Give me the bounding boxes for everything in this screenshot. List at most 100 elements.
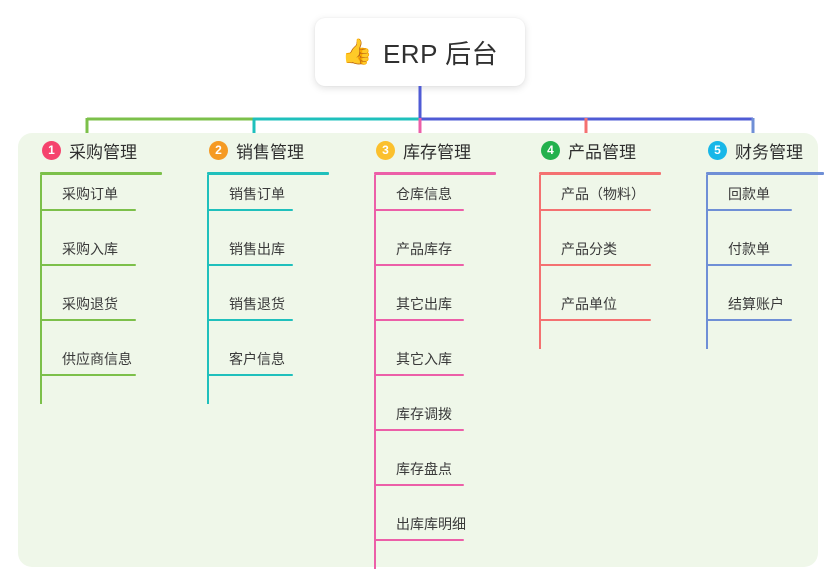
list-item-label: 销售订单 xyxy=(229,186,285,202)
column-spine-5 xyxy=(706,175,708,349)
column-rule-5 xyxy=(706,172,824,175)
list-item-label: 产品库存 xyxy=(396,241,452,257)
list-item[interactable]: 产品分类 xyxy=(539,239,673,266)
column-5: 5 财务管理回款单付款单结算账户 xyxy=(706,133,824,349)
column-badge-2: 2 xyxy=(209,140,228,160)
list-item-label: 其它出库 xyxy=(396,296,452,312)
column-rule-2 xyxy=(207,172,329,175)
list-item-rule xyxy=(207,264,293,266)
list-item-label: 采购订单 xyxy=(62,186,118,202)
list-item-label: 出库库明细 xyxy=(396,516,466,532)
list-item-rule xyxy=(539,264,651,266)
column-title-1: 采购管理 xyxy=(69,142,137,162)
root-node-card[interactable]: 👍 ERP 后台 xyxy=(315,18,525,86)
list-item[interactable]: 回款单 xyxy=(706,184,814,211)
thumbs-up-icon: 👍 xyxy=(341,37,373,66)
column-header-4[interactable]: 4 产品管理 xyxy=(539,133,661,167)
column-badge-3: 3 xyxy=(376,140,395,160)
list-item-label: 付款单 xyxy=(728,241,770,257)
list-item-rule xyxy=(207,209,293,211)
list-item-label: 销售退货 xyxy=(229,296,285,312)
column-rule-4 xyxy=(539,172,661,175)
list-item[interactable]: 付款单 xyxy=(706,239,814,266)
column-rule-1 xyxy=(40,172,162,175)
list-item[interactable]: 结算账户 xyxy=(706,294,814,321)
list-item-rule xyxy=(539,319,651,321)
root-node-title: ERP 后台 xyxy=(382,38,499,69)
list-item-rule xyxy=(374,484,464,486)
list-item-rule xyxy=(706,209,792,211)
column-title-4: 产品管理 xyxy=(568,142,636,162)
list-item[interactable]: 仓库信息 xyxy=(374,184,486,211)
list-item-rule xyxy=(374,539,464,541)
column-header-1[interactable]: 1 采购管理 xyxy=(40,133,162,167)
column-items-1: 采购订单采购入库采购退货供应商信息 xyxy=(40,175,162,404)
list-item-rule xyxy=(374,374,464,376)
list-item[interactable]: 库存盘点 xyxy=(374,459,486,486)
column-title-3: 库存管理 xyxy=(403,142,471,162)
list-item[interactable]: 销售订单 xyxy=(207,184,315,211)
column-spine-3 xyxy=(374,175,376,569)
column-rule-3 xyxy=(374,172,496,175)
list-item-rule xyxy=(706,264,792,266)
list-item-label: 结算账户 xyxy=(728,296,784,312)
column-title-2: 销售管理 xyxy=(236,142,304,162)
list-item[interactable]: 库存调拨 xyxy=(374,404,486,431)
list-item[interactable]: 其它入库 xyxy=(374,349,486,376)
list-item[interactable]: 产品（物料） xyxy=(539,184,673,211)
list-item-rule xyxy=(40,374,136,376)
column-header-2[interactable]: 2 销售管理 xyxy=(207,133,329,167)
list-item-rule xyxy=(207,374,293,376)
list-item[interactable]: 销售退货 xyxy=(207,294,315,321)
list-item-label: 其它入库 xyxy=(396,351,452,367)
column-2: 2 销售管理销售订单销售出库销售退货客户信息 xyxy=(207,133,329,404)
list-item-rule xyxy=(706,319,792,321)
column-spine-1 xyxy=(40,175,42,404)
list-item[interactable]: 采购退货 xyxy=(40,294,158,321)
column-items-3: 仓库信息产品库存其它出库其它入库库存调拨库存盘点出库库明细 xyxy=(374,175,496,569)
list-item[interactable]: 采购入库 xyxy=(40,239,158,266)
column-badge-1: 1 xyxy=(42,140,61,160)
list-item-label: 客户信息 xyxy=(229,351,285,367)
column-header-3[interactable]: 3 库存管理 xyxy=(374,133,496,167)
column-spine-2 xyxy=(207,175,209,404)
list-item[interactable]: 采购订单 xyxy=(40,184,158,211)
list-item[interactable]: 产品单位 xyxy=(539,294,673,321)
list-item-rule xyxy=(40,209,136,211)
list-item-rule xyxy=(40,264,136,266)
list-item-label: 仓库信息 xyxy=(396,186,452,202)
column-spine-4 xyxy=(539,175,541,349)
list-item-label: 采购退货 xyxy=(62,296,118,312)
list-item-label: 销售出库 xyxy=(229,241,285,257)
column-badge-5: 5 xyxy=(708,140,727,160)
list-item-label: 供应商信息 xyxy=(62,351,132,367)
column-4: 4 产品管理产品（物料）产品分类产品单位 xyxy=(539,133,661,349)
list-item[interactable]: 产品库存 xyxy=(374,239,486,266)
list-item-rule xyxy=(374,429,464,431)
list-item-rule xyxy=(374,209,464,211)
list-item-rule xyxy=(374,319,464,321)
list-item-label: 产品单位 xyxy=(561,296,617,312)
list-item-label: 库存盘点 xyxy=(396,461,452,477)
column-items-4: 产品（物料）产品分类产品单位 xyxy=(539,175,661,349)
list-item-rule xyxy=(207,319,293,321)
list-item[interactable]: 其它出库 xyxy=(374,294,486,321)
list-item-label: 回款单 xyxy=(728,186,770,202)
list-item[interactable]: 客户信息 xyxy=(207,349,315,376)
list-item[interactable]: 出库库明细 xyxy=(374,514,486,541)
list-item-rule xyxy=(40,319,136,321)
list-item-rule xyxy=(539,209,651,211)
column-header-5[interactable]: 5 财务管理 xyxy=(706,133,824,167)
list-item-label: 库存调拨 xyxy=(396,406,452,422)
column-items-5: 回款单付款单结算账户 xyxy=(706,175,824,349)
column-1: 1 采购管理采购订单采购入库采购退货供应商信息 xyxy=(40,133,162,404)
list-item[interactable]: 供应商信息 xyxy=(40,349,158,376)
diagram-panel: 1 采购管理采购订单采购入库采购退货供应商信息 2 销售管理销售订单销售出库销售退货客… xyxy=(18,133,824,569)
column-title-5: 财务管理 xyxy=(735,142,803,162)
list-item[interactable]: 销售出库 xyxy=(207,239,315,266)
column-3: 3 库存管理仓库信息产品库存其它出库其它入库库存调拨库存盘点出库库明细 xyxy=(374,133,496,569)
column-badge-4: 4 xyxy=(541,140,560,160)
list-item-label: 产品（物料） xyxy=(561,186,645,202)
column-items-2: 销售订单销售出库销售退货客户信息 xyxy=(207,175,329,404)
list-item-label: 采购入库 xyxy=(62,241,118,257)
